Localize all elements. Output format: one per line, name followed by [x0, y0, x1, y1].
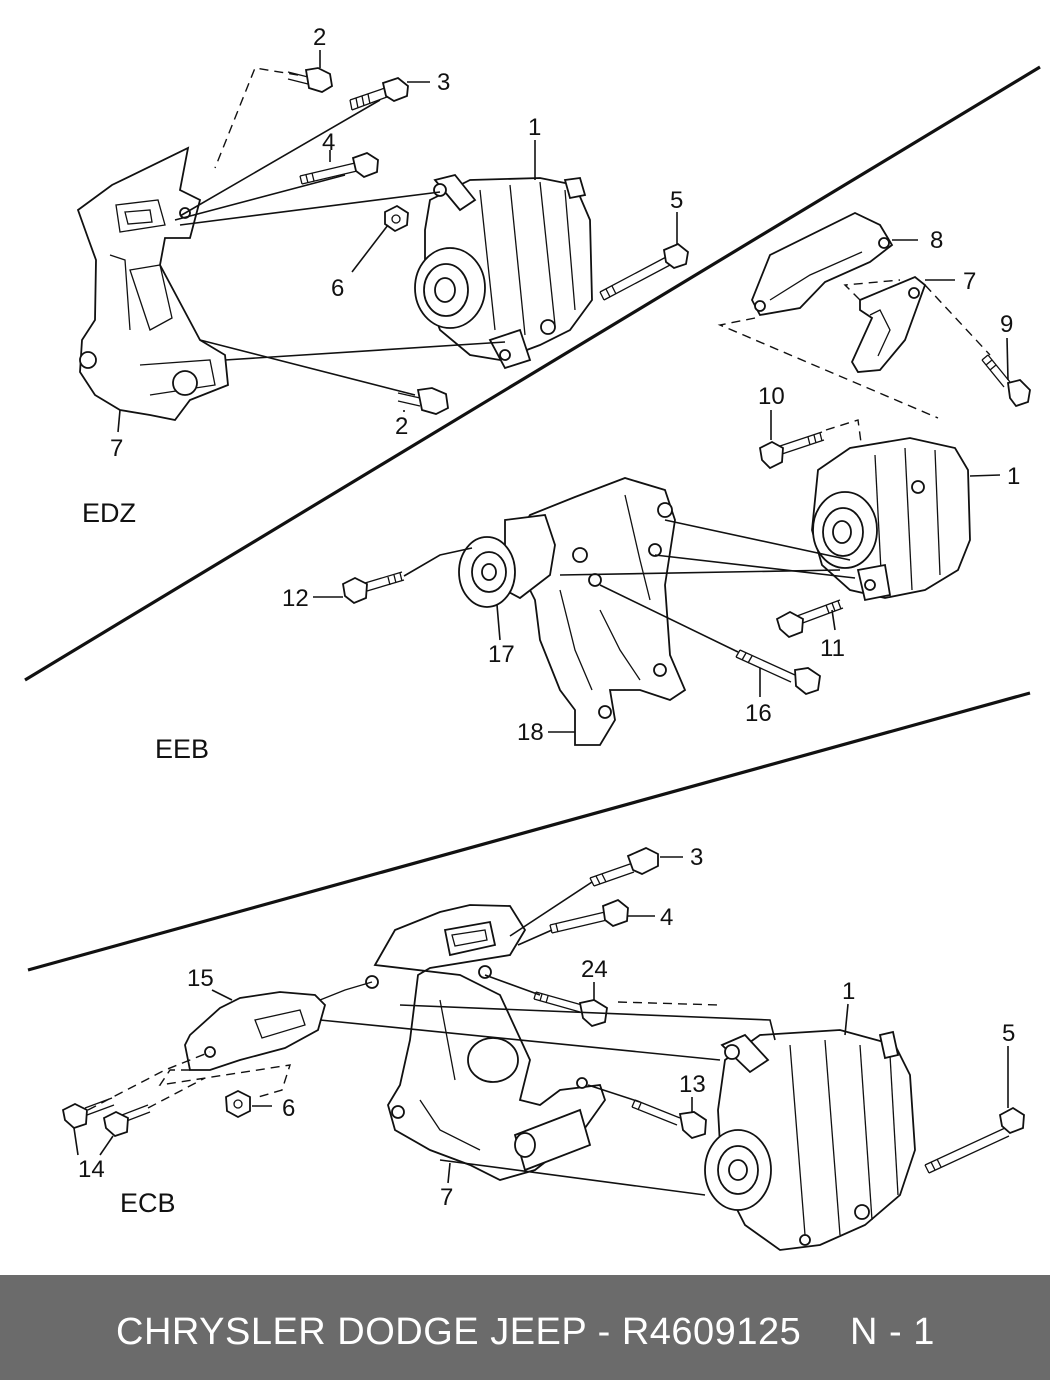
eeb-idler-pulley-17: [458, 514, 556, 608]
callout-eeb-1: 1: [1007, 463, 1020, 490]
callout-ecb-4: 4: [660, 904, 673, 931]
divider-line-edz-eeb: [24, 65, 1041, 682]
eeb-bolt-9: [981, 354, 1031, 408]
callout-eeb-10: 10: [758, 383, 785, 410]
callout-edz-7: 7: [110, 435, 123, 462]
eeb-bolt-11: [775, 599, 844, 639]
ecb-bolt-5: [924, 1106, 1025, 1174]
callout-eeb-17: 17: [488, 641, 515, 668]
ecb-bolt-3: [589, 847, 659, 887]
eeb-bracket-7: [850, 275, 927, 373]
edz-nut-6: [384, 204, 409, 233]
callout-edz-4: 4: [322, 129, 335, 156]
edz-bolt-5: [599, 242, 689, 301]
callout-ecb-6: 6: [282, 1095, 295, 1122]
ecb-bolts-14: [61, 1097, 151, 1138]
ecb-bolt-4: [549, 898, 629, 934]
section-label-ecb: ECB: [120, 1188, 176, 1218]
edz-alternator: [414, 173, 593, 370]
ecb-bracket-15: [184, 991, 327, 1071]
section-label-eeb: EEB: [155, 734, 209, 764]
eeb-bolt-12: [342, 571, 405, 605]
callout-ecb-24: 24: [581, 956, 608, 983]
callout-eeb-7: 7: [963, 268, 976, 295]
callout-eeb-8: 8: [930, 227, 943, 254]
eeb-bolt-16: [735, 649, 821, 696]
callout-eeb-9: 9: [1000, 311, 1013, 338]
parts-diagram: 2 3 4 1 5 6 2 7 EDZ: [24, 24, 1041, 1251]
callout-edz-1: 1: [528, 114, 541, 141]
callout-edz-6: 6: [331, 275, 344, 302]
eeb-assembly: [313, 211, 1031, 746]
edz-bolt-4: [299, 152, 379, 185]
eeb-bolt-10: [759, 431, 825, 470]
edz-mounting-bracket: [76, 146, 229, 421]
footer-part-number: CHRYSLER DODGE JEEP - R4609125: [116, 1311, 802, 1353]
divider-line-eeb-ecb: [27, 691, 1031, 972]
callout-eeb-18: 18: [517, 719, 544, 746]
callout-eeb-16: 16: [745, 700, 772, 727]
callout-eeb-12: 12: [282, 585, 309, 612]
callout-ecb-15: 15: [187, 965, 214, 992]
callout-ecb-14: 14: [78, 1156, 105, 1183]
callout-eeb-11: 11: [820, 635, 845, 662]
footer-page-number: N - 1: [850, 1311, 935, 1353]
ecb-bolt-24: [533, 991, 608, 1028]
edz-bolt-3: [349, 76, 409, 111]
ecb-bolt-13: [631, 1099, 707, 1140]
callout-edz-5: 5: [670, 187, 683, 214]
footer-bar: CHRYSLER DODGE JEEP - R4609125 N - 1: [0, 1275, 1050, 1380]
edz-bolt-2-top: [287, 67, 333, 93]
callout-ecb-3: 3: [690, 844, 703, 871]
ecb-alternator: [704, 1029, 916, 1251]
ecb-nut-6: [225, 1089, 251, 1119]
callout-ecb-5: 5: [1002, 1020, 1015, 1047]
callout-edz-3: 3: [437, 69, 450, 96]
ecb-assembly: [61, 847, 1025, 1251]
callout-edz-2-top: 2: [313, 24, 326, 51]
callout-ecb-13: 13: [679, 1071, 706, 1098]
callout-ecb-7: 7: [440, 1184, 453, 1211]
callout-edz-2-bottom: 2: [395, 413, 408, 440]
edz-bolt-2-bottom: [397, 387, 449, 415]
callout-ecb-1: 1: [842, 978, 855, 1005]
edz-assembly: [76, 50, 689, 433]
eeb-alternator: [811, 437, 971, 602]
section-label-edz: EDZ: [82, 498, 136, 528]
